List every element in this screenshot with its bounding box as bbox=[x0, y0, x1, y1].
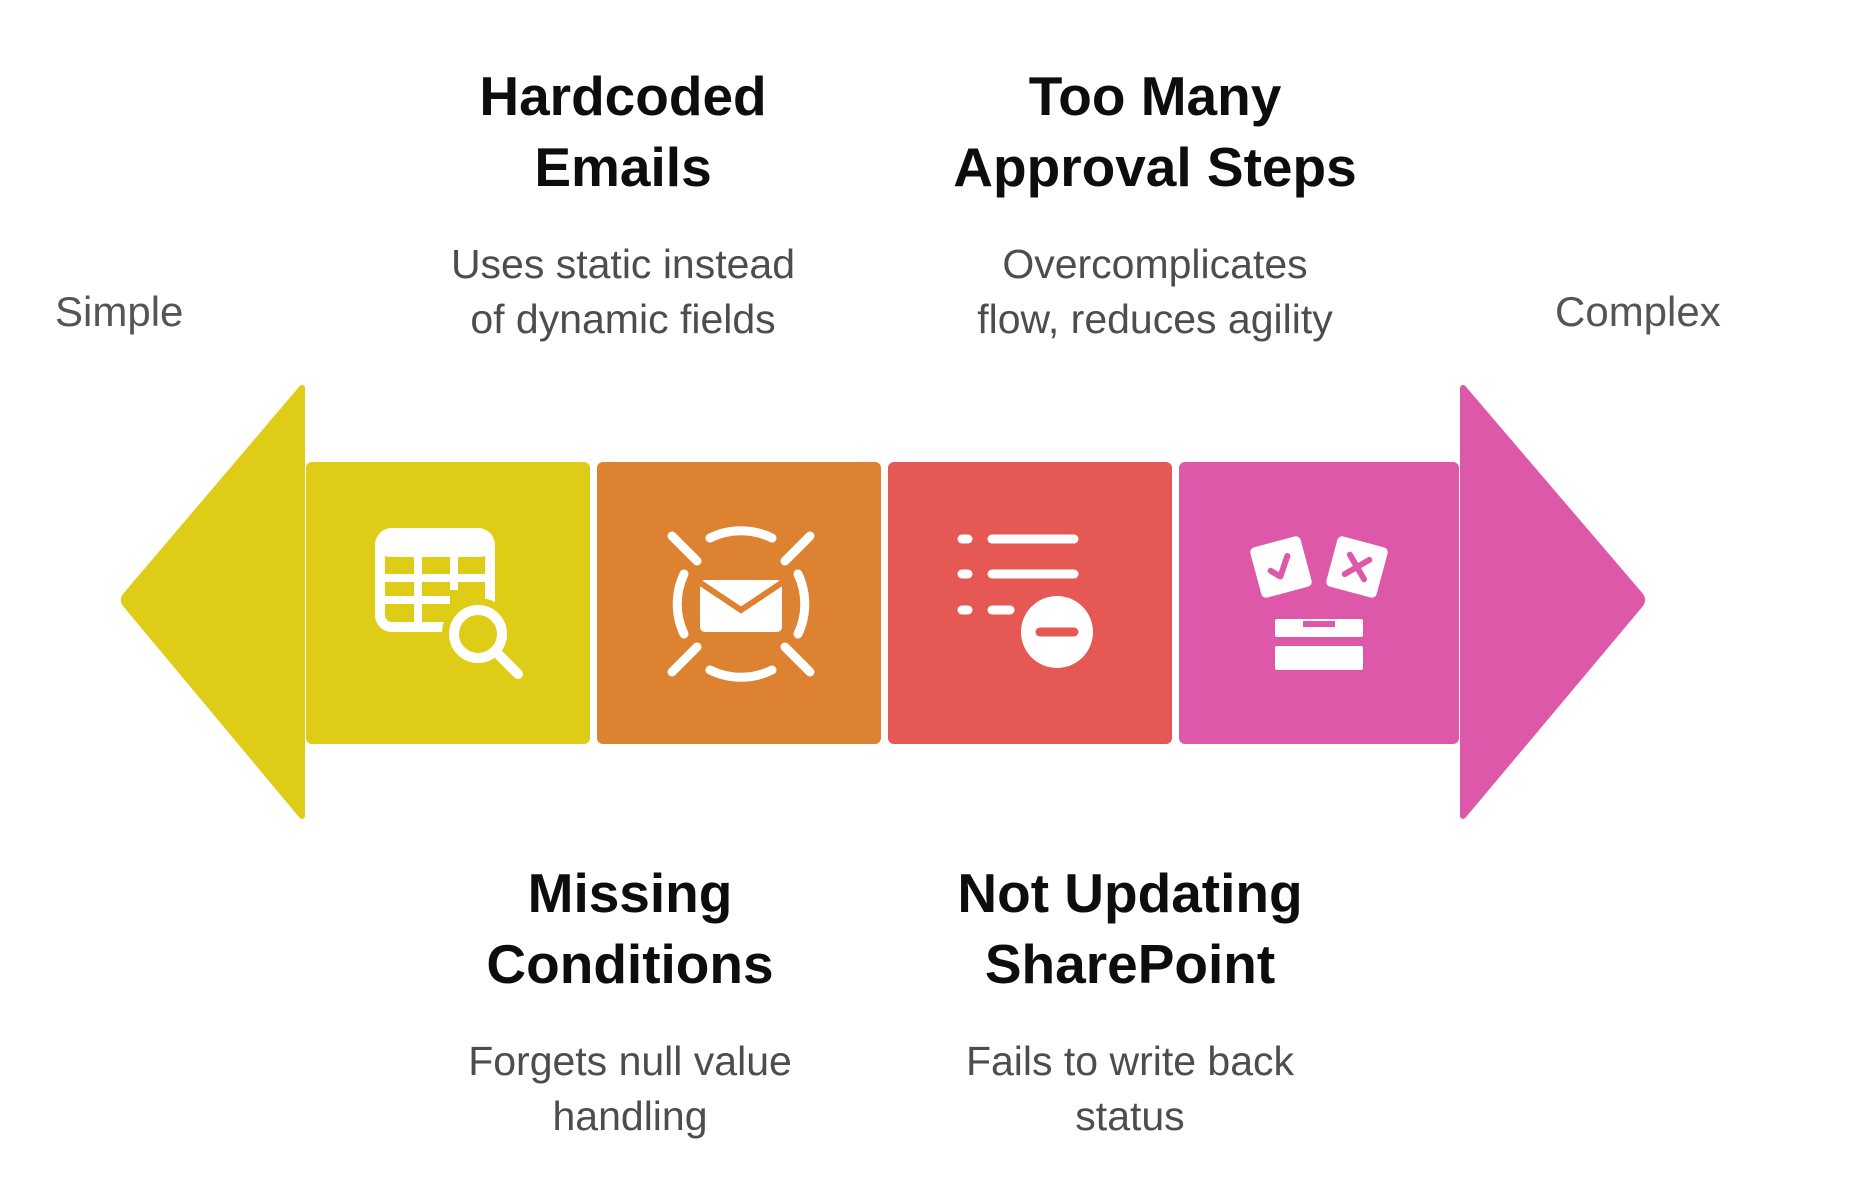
item-description: Uses static instead of dynamic fields bbox=[450, 241, 796, 342]
item-title: Missing Conditions bbox=[486, 862, 774, 995]
axis-label-complex: Complex bbox=[1555, 288, 1721, 335]
ballot-box-icon bbox=[1250, 536, 1388, 670]
segment-too-many-approval-steps bbox=[1179, 462, 1459, 744]
item-missing-conditions: Missing Conditions Forgets null value ha… bbox=[400, 858, 860, 1144]
right-arrow-head bbox=[1460, 385, 1645, 819]
item-description: Overcomplicates flow, reduces agility bbox=[977, 241, 1333, 342]
item-not-updating-sharepoint: Not Updating SharePoint Fails to write b… bbox=[900, 858, 1360, 1144]
list-minus-icon bbox=[957, 534, 1093, 668]
item-description: Forgets null value handling bbox=[468, 1038, 792, 1139]
left-arrow-head bbox=[121, 385, 305, 819]
table-search-icon bbox=[375, 528, 523, 679]
item-description: Fails to write back status bbox=[965, 1038, 1295, 1139]
item-title: Hardcoded Emails bbox=[479, 65, 767, 198]
axis-label-simple: Simple bbox=[55, 288, 184, 335]
item-too-many-approval-steps: Too Many Approval Steps Overcomplicates … bbox=[905, 61, 1405, 347]
item-title: Not Updating SharePoint bbox=[957, 862, 1303, 995]
item-hardcoded-emails: Hardcoded Emails Uses static instead of … bbox=[393, 61, 853, 347]
envelope-target-icon bbox=[667, 526, 815, 682]
segment-not-updating-sharepoint bbox=[888, 462, 1172, 744]
item-title: Too Many Approval Steps bbox=[953, 65, 1357, 198]
